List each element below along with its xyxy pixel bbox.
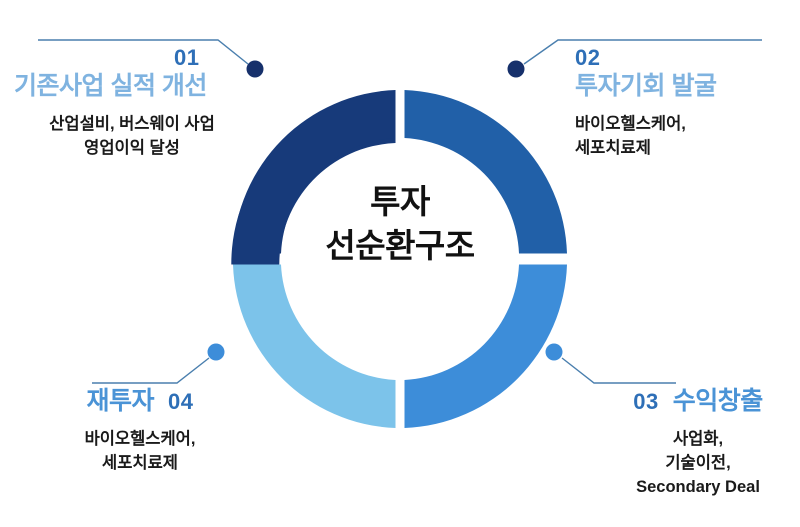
step-01-heading: 01 기존사업 실적 개선	[14, 46, 264, 99]
step-03-desc-line-3: Secondary Deal	[636, 478, 760, 497]
step-02-description: 바이오헬스케어, 세포치료제	[575, 113, 800, 161]
step-04-desc-line-1: 바이오헬스케어,	[84, 430, 196, 449]
step-03-desc-line-1: 사업화,	[672, 430, 724, 449]
step-02-block: 02 투자기회 발굴 바이오헬스케어, 세포치료제	[575, 46, 800, 161]
step-02-number: 02	[575, 45, 601, 70]
donut-segment-02[interactable]	[404, 90, 568, 254]
step-03-heading: 03 수익창출	[600, 388, 796, 414]
step-04-block: 재투자 04 바이오헬스케어, 세포치료제	[30, 388, 250, 476]
step-03-number: 03	[633, 389, 659, 414]
donut-segment-01-band	[233, 90, 396, 254]
step-04-heading: 재투자 04	[30, 388, 250, 414]
step-03-description: 사업화, 기술이전, Secondary Deal	[600, 428, 796, 500]
donut-segment-04[interactable]	[233, 264, 396, 429]
donut-segment-03[interactable]	[404, 264, 568, 429]
donut-chart	[231, 90, 568, 429]
step-03-block: 03 수익창출 사업화, 기술이전, Secondary Deal	[600, 388, 796, 500]
center-label-line2: 선순환구조	[325, 226, 475, 264]
center-label-line1: 투자	[370, 183, 430, 220]
step-03-desc-line-2: 기술이전,	[665, 454, 731, 473]
step-02-desc-line-2: 세포치료제	[575, 139, 651, 158]
step-04-description: 바이오헬스케어, 세포치료제	[30, 428, 250, 476]
step-01-desc-line-2: 영업이익 달성	[84, 139, 180, 158]
center-label: 투자 선순환구조	[250, 180, 550, 267]
step-02-title: 투자기회 발굴	[575, 72, 717, 101]
step-01-number: 01	[174, 45, 200, 70]
step-01-block: 01 기존사업 실적 개선 산업설비, 버스웨이 사업 영업이익 달성	[14, 46, 264, 161]
step-02-desc-line-1: 바이오헬스케어,	[575, 115, 686, 134]
step-01-description: 산업설비, 버스웨이 사업 영업이익 달성	[14, 113, 250, 161]
step-04-desc-line-2: 세포치료제	[102, 454, 178, 473]
step-04-number: 04	[168, 389, 194, 414]
step-03-title: 수익창출	[672, 387, 764, 415]
connector-line-04	[92, 357, 210, 384]
step-04-title: 재투자	[86, 387, 155, 415]
step-02-heading: 02 투자기회 발굴	[575, 46, 800, 99]
step-01-desc-line-1: 산업설비, 버스웨이 사업	[49, 115, 215, 134]
step-01-title: 기존사업 실적 개선	[14, 72, 207, 101]
